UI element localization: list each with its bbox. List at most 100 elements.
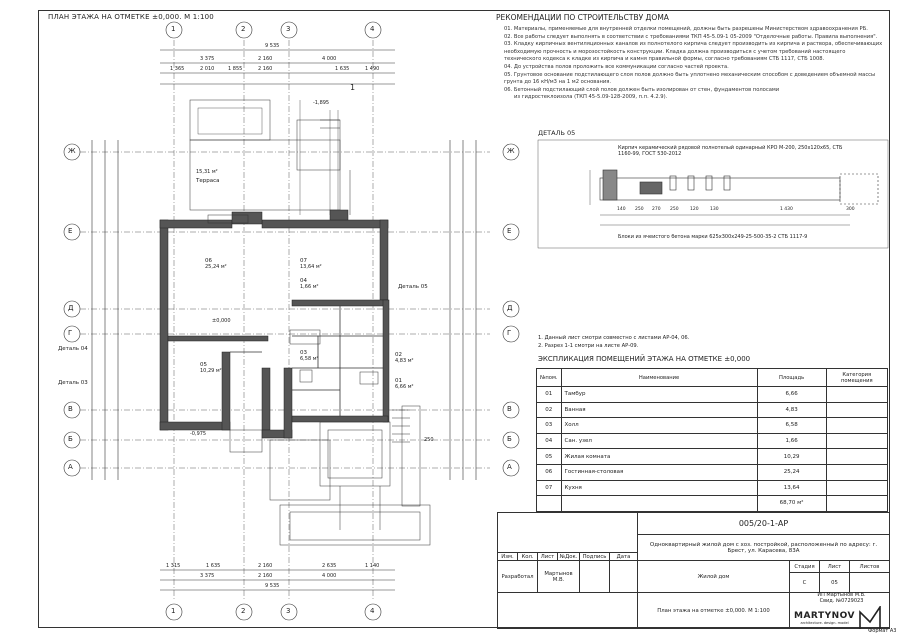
axis-3-bottom xyxy=(280,603,298,621)
cell-area: 10,29 xyxy=(756,448,827,465)
axis-label-b-left: Б xyxy=(68,435,73,443)
cell-area: 6,66 xyxy=(756,386,827,403)
axis-d-left xyxy=(63,300,81,318)
col-header-area: Площадь xyxy=(756,368,827,387)
room-04-area: 1,66 м² xyxy=(300,284,319,290)
axis-a-right xyxy=(502,459,520,477)
brand-logo-icon xyxy=(859,605,881,629)
axis-label-g-left: Г xyxy=(68,329,73,337)
axis-3-top xyxy=(280,21,298,39)
dim-top-4: 1 365 xyxy=(170,66,185,72)
axis-b-right xyxy=(502,431,520,449)
project-description: Одноквартирный жилой дом с хоз. постройк… xyxy=(638,535,890,561)
axis-label-zh-right: Ж xyxy=(507,147,515,155)
sheet-frame xyxy=(38,10,890,628)
axis-2-bottom xyxy=(235,603,253,621)
cell-num: 01 xyxy=(536,386,562,403)
cell-num: 07 xyxy=(536,479,562,497)
axis-e-right xyxy=(502,223,520,241)
sheet-name: План этажа на отметке ±0,000. М 1:100 xyxy=(638,593,790,629)
note-line: из гидростеклоизола (ТКП 45-5.09-128-200… xyxy=(514,94,668,101)
axis-1-top xyxy=(165,21,183,39)
dim-bottom-4: 2 635 xyxy=(322,563,337,569)
axis-2-top xyxy=(235,21,253,39)
detail-04-callout: Деталь 04 xyxy=(58,346,88,352)
room-01-num: 01 xyxy=(395,378,402,384)
cell-num: 02 xyxy=(536,401,562,419)
dim-top-9: 1 490 xyxy=(365,66,380,72)
room-05-area: 10,29 м² xyxy=(200,368,222,374)
axis-label-3-bottom: 3 xyxy=(286,607,291,615)
table-row: 05 Жилая комната 10,29 xyxy=(536,448,889,465)
hdr-change: Изм. xyxy=(498,553,518,561)
dim-top-1: 3 375 xyxy=(200,56,215,62)
explication-title: ЭКСПЛИКАЦИЯ ПОМЕЩЕНИЙ ЭТАЖА НА ОТМЕТКЕ ±… xyxy=(538,355,751,363)
developer-name: Мартынов М.В. xyxy=(538,561,580,593)
cell-name: Тамбур xyxy=(560,386,758,403)
dim-bottom-total: 9 535 xyxy=(265,583,280,589)
hdr-docnum: №Док. xyxy=(558,553,580,561)
detail-dim: 270 xyxy=(652,207,661,212)
cell-area: 13,64 xyxy=(756,479,827,497)
dim-bottom-8: 4 000 xyxy=(322,573,337,579)
cell-num: 03 xyxy=(536,417,562,434)
cell-name: Ванная xyxy=(560,401,758,419)
dim-top-total: 9 535 xyxy=(265,43,280,49)
detail-05-caption-bottom: Блоки из ячеистого бетона марки 625х300х… xyxy=(618,234,808,240)
col-header-category: Категория помещения xyxy=(825,368,889,387)
axis-label-d-right: Д xyxy=(507,304,513,312)
axis-label-4-bottom: 4 xyxy=(370,607,375,615)
detail-dim: 1 430 xyxy=(780,207,793,212)
dim-bottom-5: 1 140 xyxy=(365,563,380,569)
axis-label-d-left: Д xyxy=(68,304,74,312)
axis-1-bottom xyxy=(165,603,183,621)
cell-name: Сан. узел xyxy=(560,432,758,450)
note-line: 02. Все работы следует выполнять в соотв… xyxy=(504,33,878,40)
axis-label-2-bottom: 2 xyxy=(241,607,246,615)
detail-dim: 250 xyxy=(635,207,644,212)
dim-top-8: 1 635 xyxy=(335,66,350,72)
cell-num: 06 xyxy=(536,463,562,481)
cell-category xyxy=(825,432,889,450)
axis-label-2-top: 2 xyxy=(241,25,246,33)
explication-table: №пом. Наименование Площадь Категория пом… xyxy=(536,368,889,512)
table-total-row: 68,70 м² xyxy=(536,495,889,512)
company-line2: Свид. №0729023 xyxy=(819,597,864,604)
cell-name: Жилая комната xyxy=(560,448,758,465)
plan-title: ПЛАН ЭТАЖА НА ОТМЕТКЕ ±0,000. М 1:100 xyxy=(48,13,214,21)
remark-line: 2. Разрез 1-1 смотри на листе АР-09. xyxy=(538,342,639,349)
empty-rows xyxy=(498,593,638,629)
detail-dim: 120 xyxy=(690,207,699,212)
axis-label-v-right: В xyxy=(507,405,512,413)
room-03-area: 6,58 м² xyxy=(300,356,319,362)
axis-label-3-top: 3 xyxy=(286,25,291,33)
hdr-sheet: Лист xyxy=(538,553,558,561)
dim-top-2: 2 160 xyxy=(258,56,273,62)
axis-zh-left xyxy=(63,143,81,161)
level-zero: ±0,000 xyxy=(212,318,231,324)
table-row: 07 Кухня 13,64 xyxy=(536,479,889,497)
axis-b-left xyxy=(63,431,81,449)
level-minus-0975: -0,975 xyxy=(190,431,207,437)
axis-label-v-left: В xyxy=(68,405,73,413)
revision-area xyxy=(498,513,638,553)
axis-g-left xyxy=(63,325,81,343)
cell-category xyxy=(825,448,889,465)
cell-category xyxy=(825,417,889,434)
room-06-area: 25,24 м² xyxy=(205,264,227,270)
cell-category xyxy=(825,401,889,419)
dim-top-6: 1 855 xyxy=(228,66,243,72)
axis-d-right xyxy=(502,300,520,318)
detail-05-caption-top: Кирпич керамический рядовой полнотелый о… xyxy=(618,145,843,157)
axis-g-right xyxy=(502,325,520,343)
sheets-value xyxy=(850,573,890,593)
dim-bottom-7: 2 160 xyxy=(258,573,273,579)
note-line: 01. Материалы, применяемые для внутренне… xyxy=(504,26,868,32)
axis-v-left xyxy=(63,401,81,419)
room-03-num: 03 xyxy=(300,350,307,356)
cell-area: 6,58 xyxy=(756,417,827,434)
axis-label-b-right: Б xyxy=(507,435,512,443)
axis-v-right xyxy=(502,401,520,419)
dim-top-3: 4 000 xyxy=(322,56,337,62)
